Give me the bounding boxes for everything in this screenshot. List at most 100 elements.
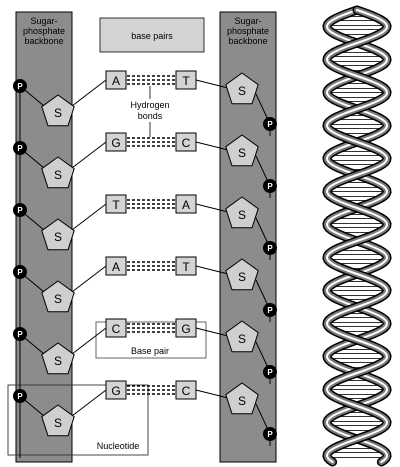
phosphate-label: P — [17, 392, 23, 401]
left-base-box — [105, 194, 127, 214]
left-base-label: G — [111, 384, 120, 398]
phosphate-circle — [263, 241, 277, 255]
svg-text:Sugar-: Sugar- — [234, 16, 261, 26]
sugar-base-link — [71, 327, 107, 355]
right-base-box — [175, 194, 197, 214]
phosphate-circle — [263, 303, 277, 317]
sugar-base-link — [195, 141, 229, 151]
phosphate-circle — [13, 203, 27, 217]
sugar-label: S — [54, 230, 62, 244]
phosphate-label: P — [17, 144, 23, 153]
sugar-pentagon — [41, 342, 75, 375]
helix-rung — [326, 452, 388, 458]
helix-strand-back-highlight — [325, 9, 389, 463]
phosphate-label: P — [267, 244, 273, 253]
sugar-base-link — [71, 265, 107, 293]
sugar-pentagon — [225, 320, 259, 353]
sugar-pentagon — [225, 382, 259, 415]
right-base-label: G — [181, 322, 190, 336]
phosphate-label: P — [267, 306, 273, 315]
sugar-pentagon — [41, 280, 75, 313]
sugar-label: S — [54, 416, 62, 430]
base-pair-row: S P S P G C — [13, 380, 277, 458]
right-base-box — [175, 132, 197, 152]
left-base-label: T — [112, 198, 120, 212]
svg-text:bonds: bonds — [138, 111, 163, 121]
right-base-label: T — [182, 74, 190, 88]
sugar-base-link — [71, 389, 107, 417]
phosphate-circle — [13, 141, 27, 155]
right-base-box — [175, 256, 197, 276]
helix-rung — [326, 254, 388, 260]
sugar-label: S — [54, 354, 62, 368]
phosphate-label: P — [267, 430, 273, 439]
left-base-label: G — [111, 136, 120, 150]
svg-text:Hydrogen: Hydrogen — [130, 100, 169, 110]
sugar-pentagon — [225, 72, 259, 105]
helix-rung — [326, 56, 388, 62]
hydrogen-bonds-label: Hydrogen bonds — [130, 100, 169, 121]
base-pairs-header-box — [99, 17, 205, 53]
left-base-box — [105, 318, 127, 338]
left-base-box — [105, 132, 127, 152]
right-base-label: C — [182, 136, 191, 150]
phosphate-circle — [13, 327, 27, 341]
svg-text:backbone: backbone — [24, 36, 63, 46]
right-base-label: C — [182, 384, 191, 398]
phosphate-circle — [13, 79, 27, 93]
svg-text:Sugar-: Sugar- — [30, 16, 57, 26]
sugar-pentagon — [41, 404, 75, 437]
base-pair-row: S P S P C G — [13, 318, 277, 396]
base-pair-label: Base pair — [131, 346, 169, 356]
sugar-pentagon — [41, 94, 75, 127]
base-pair-row: S P S P T A — [13, 194, 277, 272]
svg-text:phosphate: phosphate — [227, 26, 269, 36]
sugar-base-link — [195, 203, 229, 213]
phosphate-circle — [263, 365, 277, 379]
sugar-label: S — [238, 84, 246, 98]
base-pair-highlight-box — [95, 321, 207, 359]
phosphate-circle — [263, 427, 277, 441]
phosphate-label: P — [17, 206, 23, 215]
phosphate-label: P — [17, 268, 23, 277]
phosphate-label: P — [17, 330, 23, 339]
left-backbone-label: Sugar- phosphate backbone — [23, 16, 65, 46]
sugar-base-link — [195, 389, 229, 399]
double-helix-illustration — [322, 5, 392, 467]
left-base-box — [105, 70, 127, 90]
sugar-label: S — [238, 332, 246, 346]
sugar-label: S — [54, 292, 62, 306]
sugar-label: S — [238, 208, 246, 222]
sugar-label: S — [54, 168, 62, 182]
right-base-label: A — [182, 198, 190, 212]
phosphate-circle — [263, 117, 277, 131]
sugar-base-link — [195, 79, 229, 89]
phosphate-label: P — [267, 120, 273, 129]
sugar-base-link — [71, 79, 107, 107]
right-base-box — [175, 380, 197, 400]
phosphate-label: P — [17, 82, 23, 91]
nucleotide-label: Nucleotide — [97, 441, 140, 451]
helix-strand-front-highlight — [325, 9, 389, 463]
sugar-label: S — [54, 106, 62, 120]
left-base-label: C — [112, 322, 121, 336]
helix-rung — [326, 353, 388, 359]
phosphate-circle — [263, 179, 277, 193]
phosphate-circle — [13, 265, 27, 279]
left-base-label: A — [112, 260, 120, 274]
phosphate-label: P — [267, 182, 273, 191]
left-base-box — [105, 380, 127, 400]
sugar-base-link — [71, 141, 107, 169]
sugar-label: S — [238, 270, 246, 284]
sugar-label: S — [238, 394, 246, 408]
phosphate-label: P — [267, 368, 273, 377]
helix-rung — [326, 155, 388, 161]
sugar-pentagon — [225, 134, 259, 167]
left-base-box — [105, 256, 127, 276]
sugar-pentagon — [225, 258, 259, 291]
